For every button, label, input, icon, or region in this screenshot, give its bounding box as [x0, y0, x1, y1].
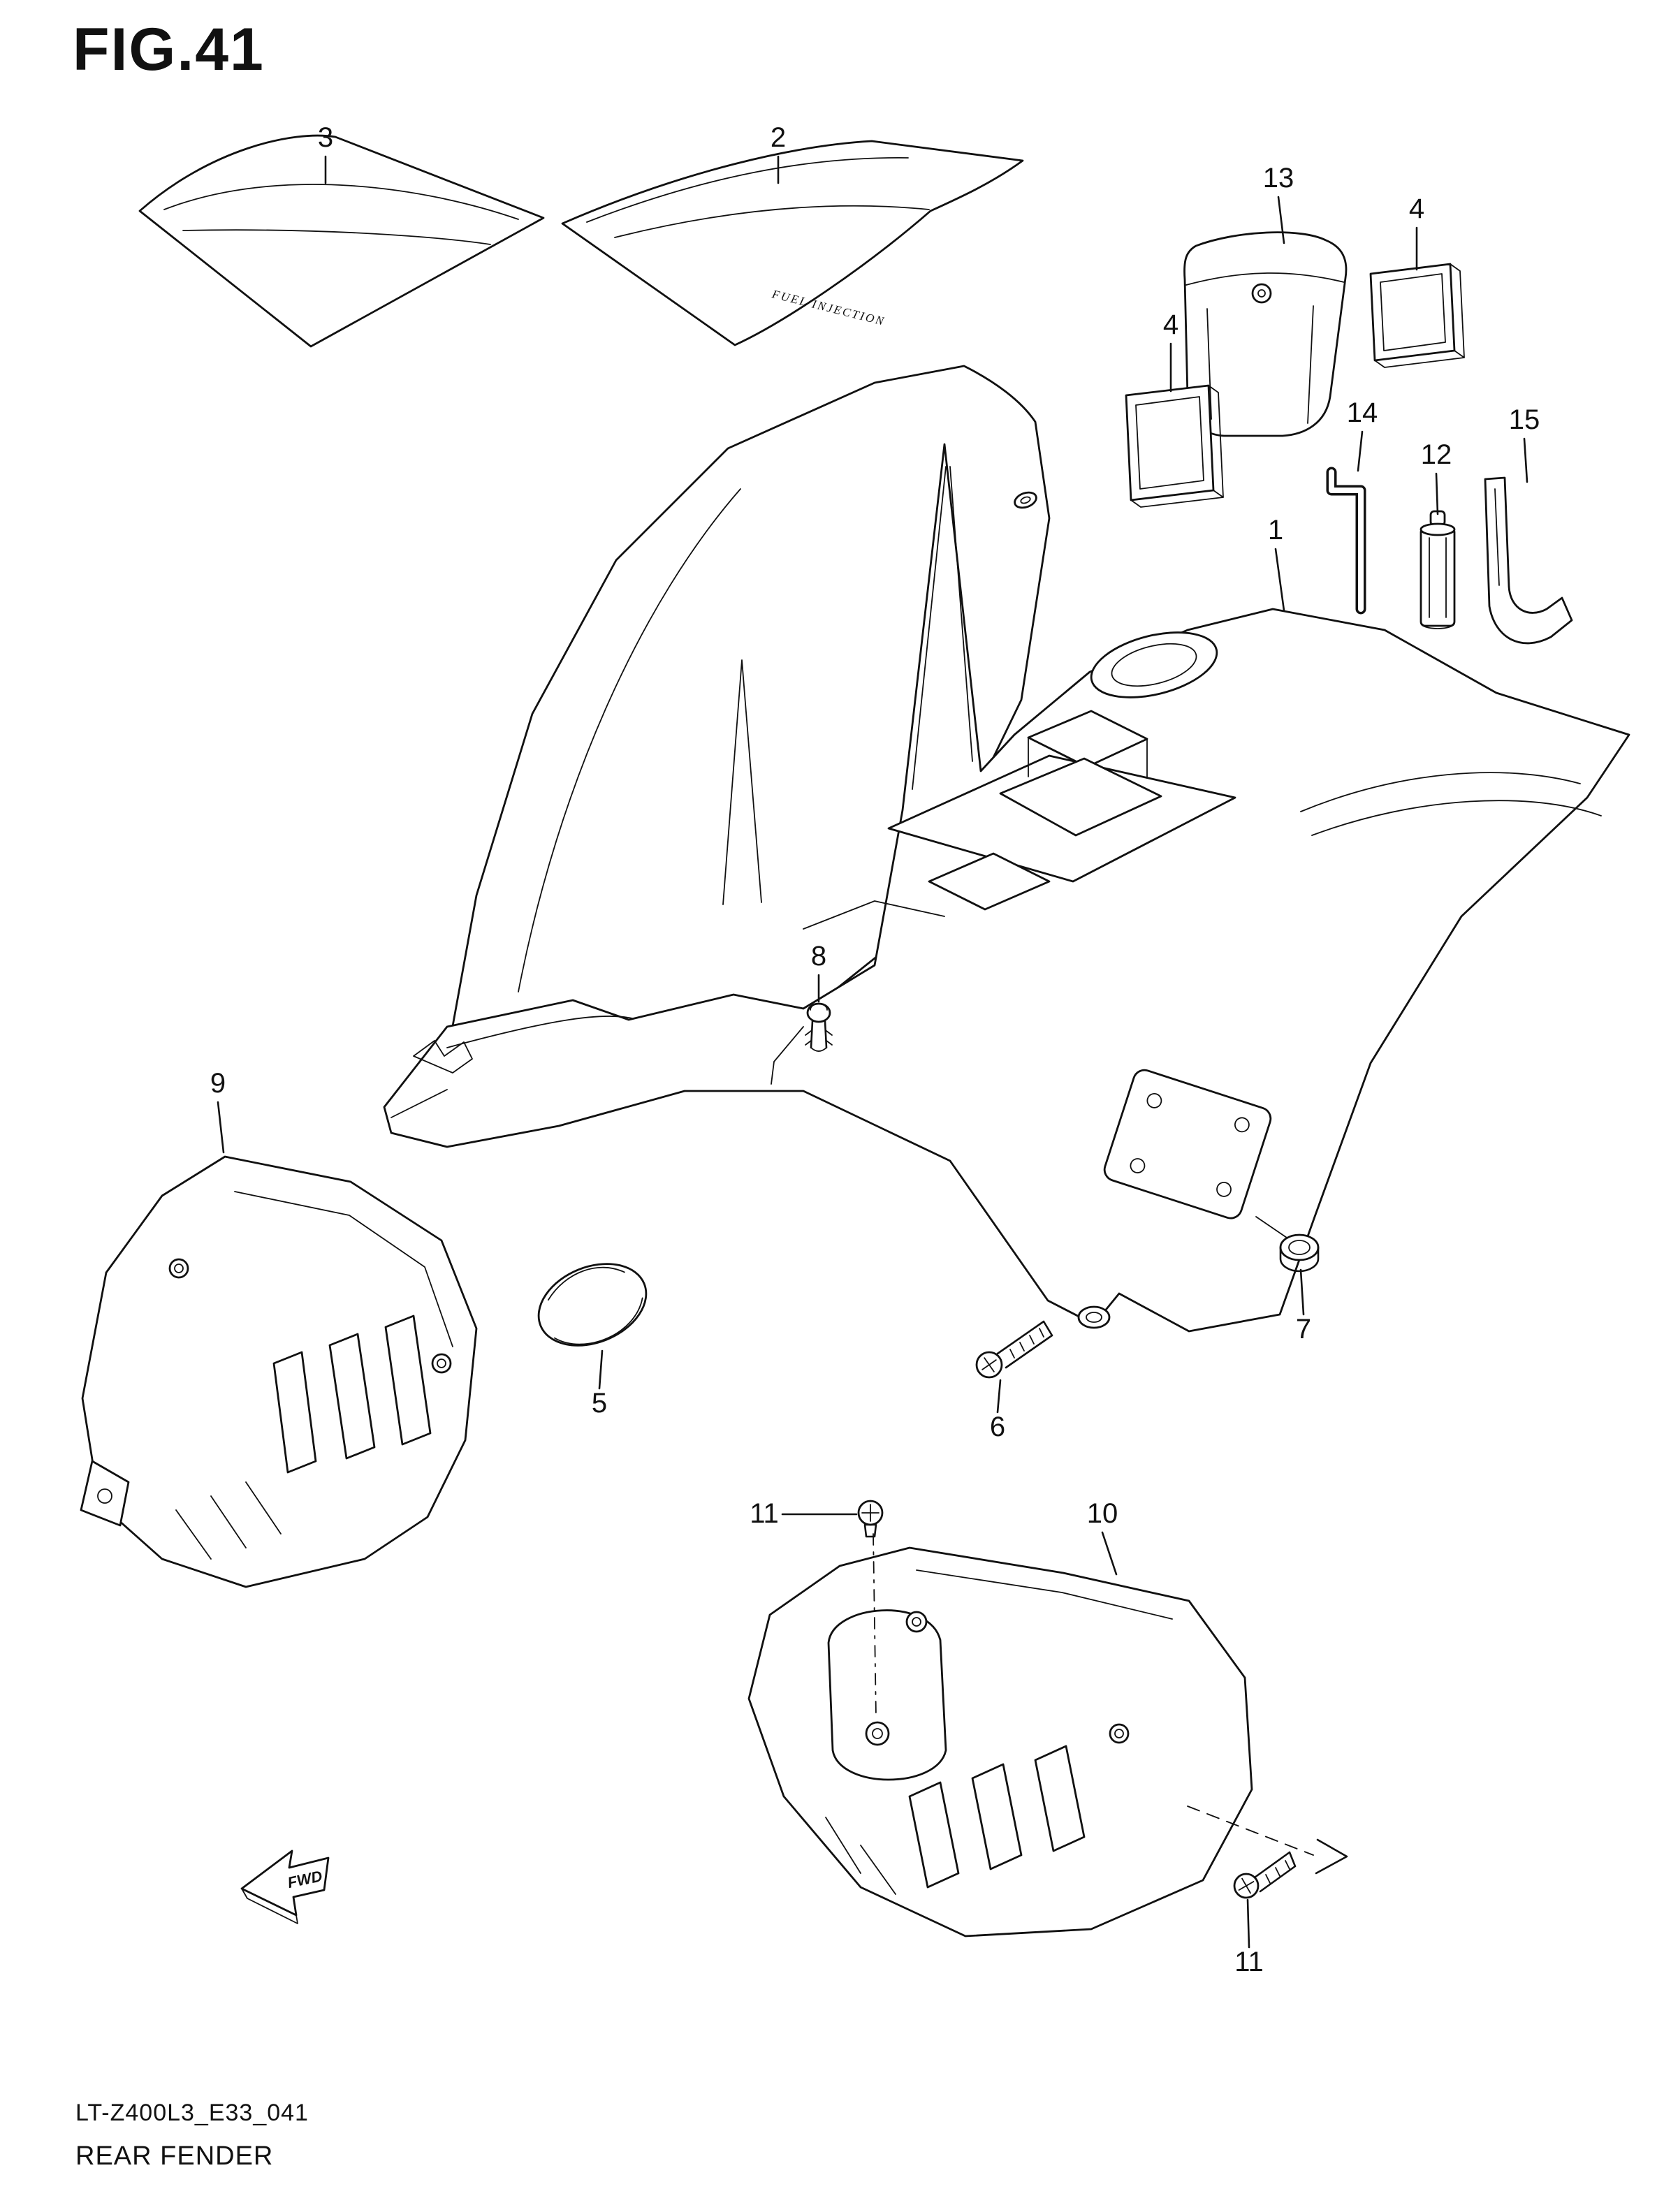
svg-text:7: 7	[1296, 1314, 1311, 1345]
part-11-screw-top	[857, 1500, 884, 1717]
svg-text:1: 1	[1268, 515, 1283, 545]
front-bracket	[413, 1040, 473, 1074]
figure-title: FIG.41	[73, 16, 265, 83]
part-4-pad-left	[1125, 384, 1224, 508]
callout-7: 7	[1296, 1268, 1311, 1345]
part-11-screw-bottom	[1233, 1851, 1297, 1899]
part-9-mud-guard-left	[80, 1155, 478, 1588]
callout-11-bottom: 11	[1234, 1898, 1264, 1977]
guard-cup	[827, 1609, 947, 1781]
callout-3: 3	[318, 122, 333, 184]
callout-14: 14	[1347, 397, 1378, 472]
snap-button	[1251, 283, 1272, 304]
callout-6: 6	[990, 1379, 1005, 1442]
svg-text:10: 10	[1087, 1498, 1118, 1529]
mount-grommet	[1077, 1305, 1111, 1329]
callout-5: 5	[592, 1349, 607, 1419]
figure-name: REAR FENDER	[75, 2141, 274, 2171]
callout-4-right: 4	[1409, 193, 1424, 271]
svg-text:4: 4	[1163, 309, 1178, 340]
callout-12: 12	[1421, 439, 1452, 515]
svg-text:2: 2	[771, 122, 786, 153]
fender-opening	[1090, 631, 1218, 698]
part-2-decal: FUEL INJECTION	[561, 140, 1024, 346]
access-plate	[1103, 1069, 1272, 1219]
tip-hole	[1014, 491, 1037, 509]
fwd-arrow-icon: FWD	[240, 1850, 330, 1924]
svg-text:15: 15	[1509, 404, 1540, 435]
svg-text:4: 4	[1409, 193, 1424, 224]
callout-2: 2	[771, 122, 786, 184]
part-15-hook-wrench	[1484, 476, 1573, 645]
svg-text:11: 11	[1234, 1947, 1264, 1977]
svg-text:11: 11	[750, 1498, 779, 1529]
part-12-tool-grip	[1419, 510, 1456, 629]
callout-1: 1	[1268, 515, 1285, 612]
callout-13: 13	[1263, 163, 1294, 244]
callout-10: 10	[1087, 1498, 1118, 1576]
svg-text:9: 9	[210, 1068, 226, 1099]
battery-box	[999, 757, 1162, 837]
svg-text:8: 8	[811, 941, 826, 972]
part-8-clip	[771, 1002, 833, 1085]
svg-text:5: 5	[592, 1388, 607, 1419]
svg-text:13: 13	[1263, 163, 1294, 193]
callouts: 3 2 13 4 4 14	[210, 122, 1540, 1977]
callout-11-top: 11	[750, 1498, 858, 1529]
callout-9: 9	[210, 1068, 226, 1154]
pointer-chevron	[1315, 1838, 1348, 1875]
part-7-nut	[1255, 1216, 1320, 1273]
part-10-mud-guard-right	[747, 1546, 1348, 1938]
callout-8: 8	[811, 941, 826, 1003]
part-6-bolt	[975, 1320, 1053, 1379]
part-1-rear-fender	[383, 365, 1630, 1333]
callout-15: 15	[1509, 404, 1540, 483]
part-14-hex-wrench	[1326, 467, 1366, 615]
mount-tab	[80, 1460, 130, 1527]
part-4-pad-right	[1369, 263, 1465, 368]
callout-4-left: 4	[1163, 309, 1178, 393]
figure-code: LT-Z400L3_E33_041	[75, 2100, 309, 2126]
svg-text:14: 14	[1347, 397, 1378, 428]
svg-text:6: 6	[990, 1412, 1005, 1442]
part-3-decal	[138, 134, 545, 348]
part-13-tool-bag	[1183, 231, 1348, 437]
part-5-cap	[537, 1263, 648, 1347]
svg-text:12: 12	[1421, 439, 1452, 470]
svg-text:3: 3	[318, 122, 333, 153]
